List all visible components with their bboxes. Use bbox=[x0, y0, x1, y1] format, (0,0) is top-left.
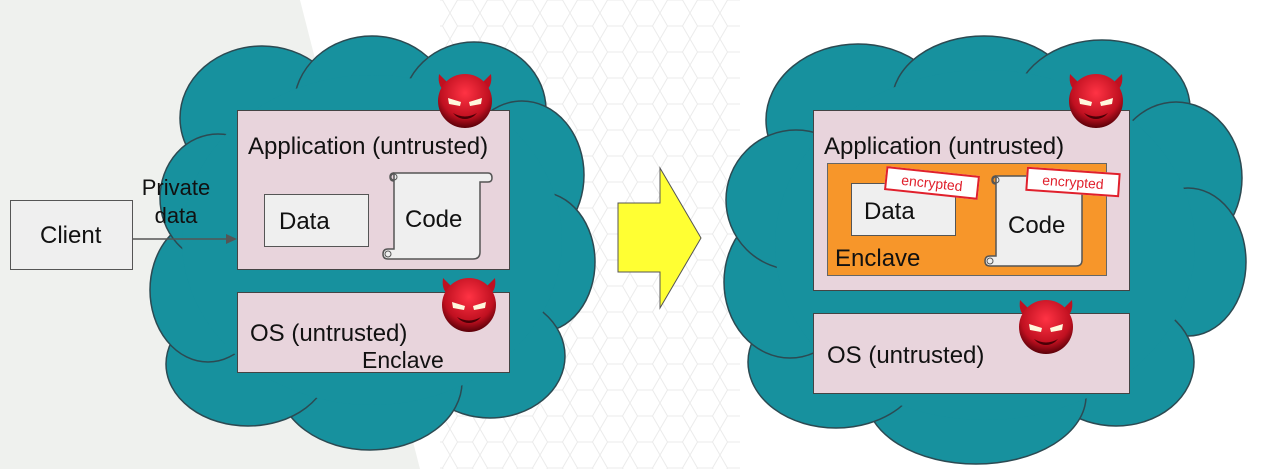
left-os-box bbox=[237, 292, 510, 373]
right-data-label: Data bbox=[864, 198, 915, 225]
left-os-label: OS (untrusted) bbox=[250, 320, 408, 347]
left-data-box bbox=[264, 194, 369, 247]
private-data-label: Private data bbox=[141, 175, 211, 228]
right-code-label: Code bbox=[1008, 212, 1066, 239]
left-enclave-label: Enclave bbox=[362, 347, 444, 373]
devil-face-icon bbox=[1019, 300, 1073, 354]
devil-face-icon bbox=[1069, 74, 1123, 128]
left-code-label: Code bbox=[405, 206, 463, 233]
left-code-scroll-icon bbox=[382, 172, 493, 260]
right-enclave-label: Enclave bbox=[835, 245, 921, 272]
client-to-application-arrow bbox=[133, 234, 237, 244]
client-box bbox=[10, 200, 133, 270]
right-os-label: OS (untrusted) bbox=[827, 342, 985, 369]
transform-arrow bbox=[617, 166, 702, 310]
left-data-label: Data bbox=[279, 208, 330, 235]
right-os-box bbox=[813, 313, 1130, 394]
left-application-label: Application (untrusted) bbox=[248, 133, 489, 160]
devil-face-icon bbox=[442, 278, 496, 332]
devil-face-icon bbox=[438, 74, 492, 128]
right-application-label: Application (untrusted) bbox=[824, 133, 1065, 160]
client-label: Client bbox=[40, 222, 102, 249]
